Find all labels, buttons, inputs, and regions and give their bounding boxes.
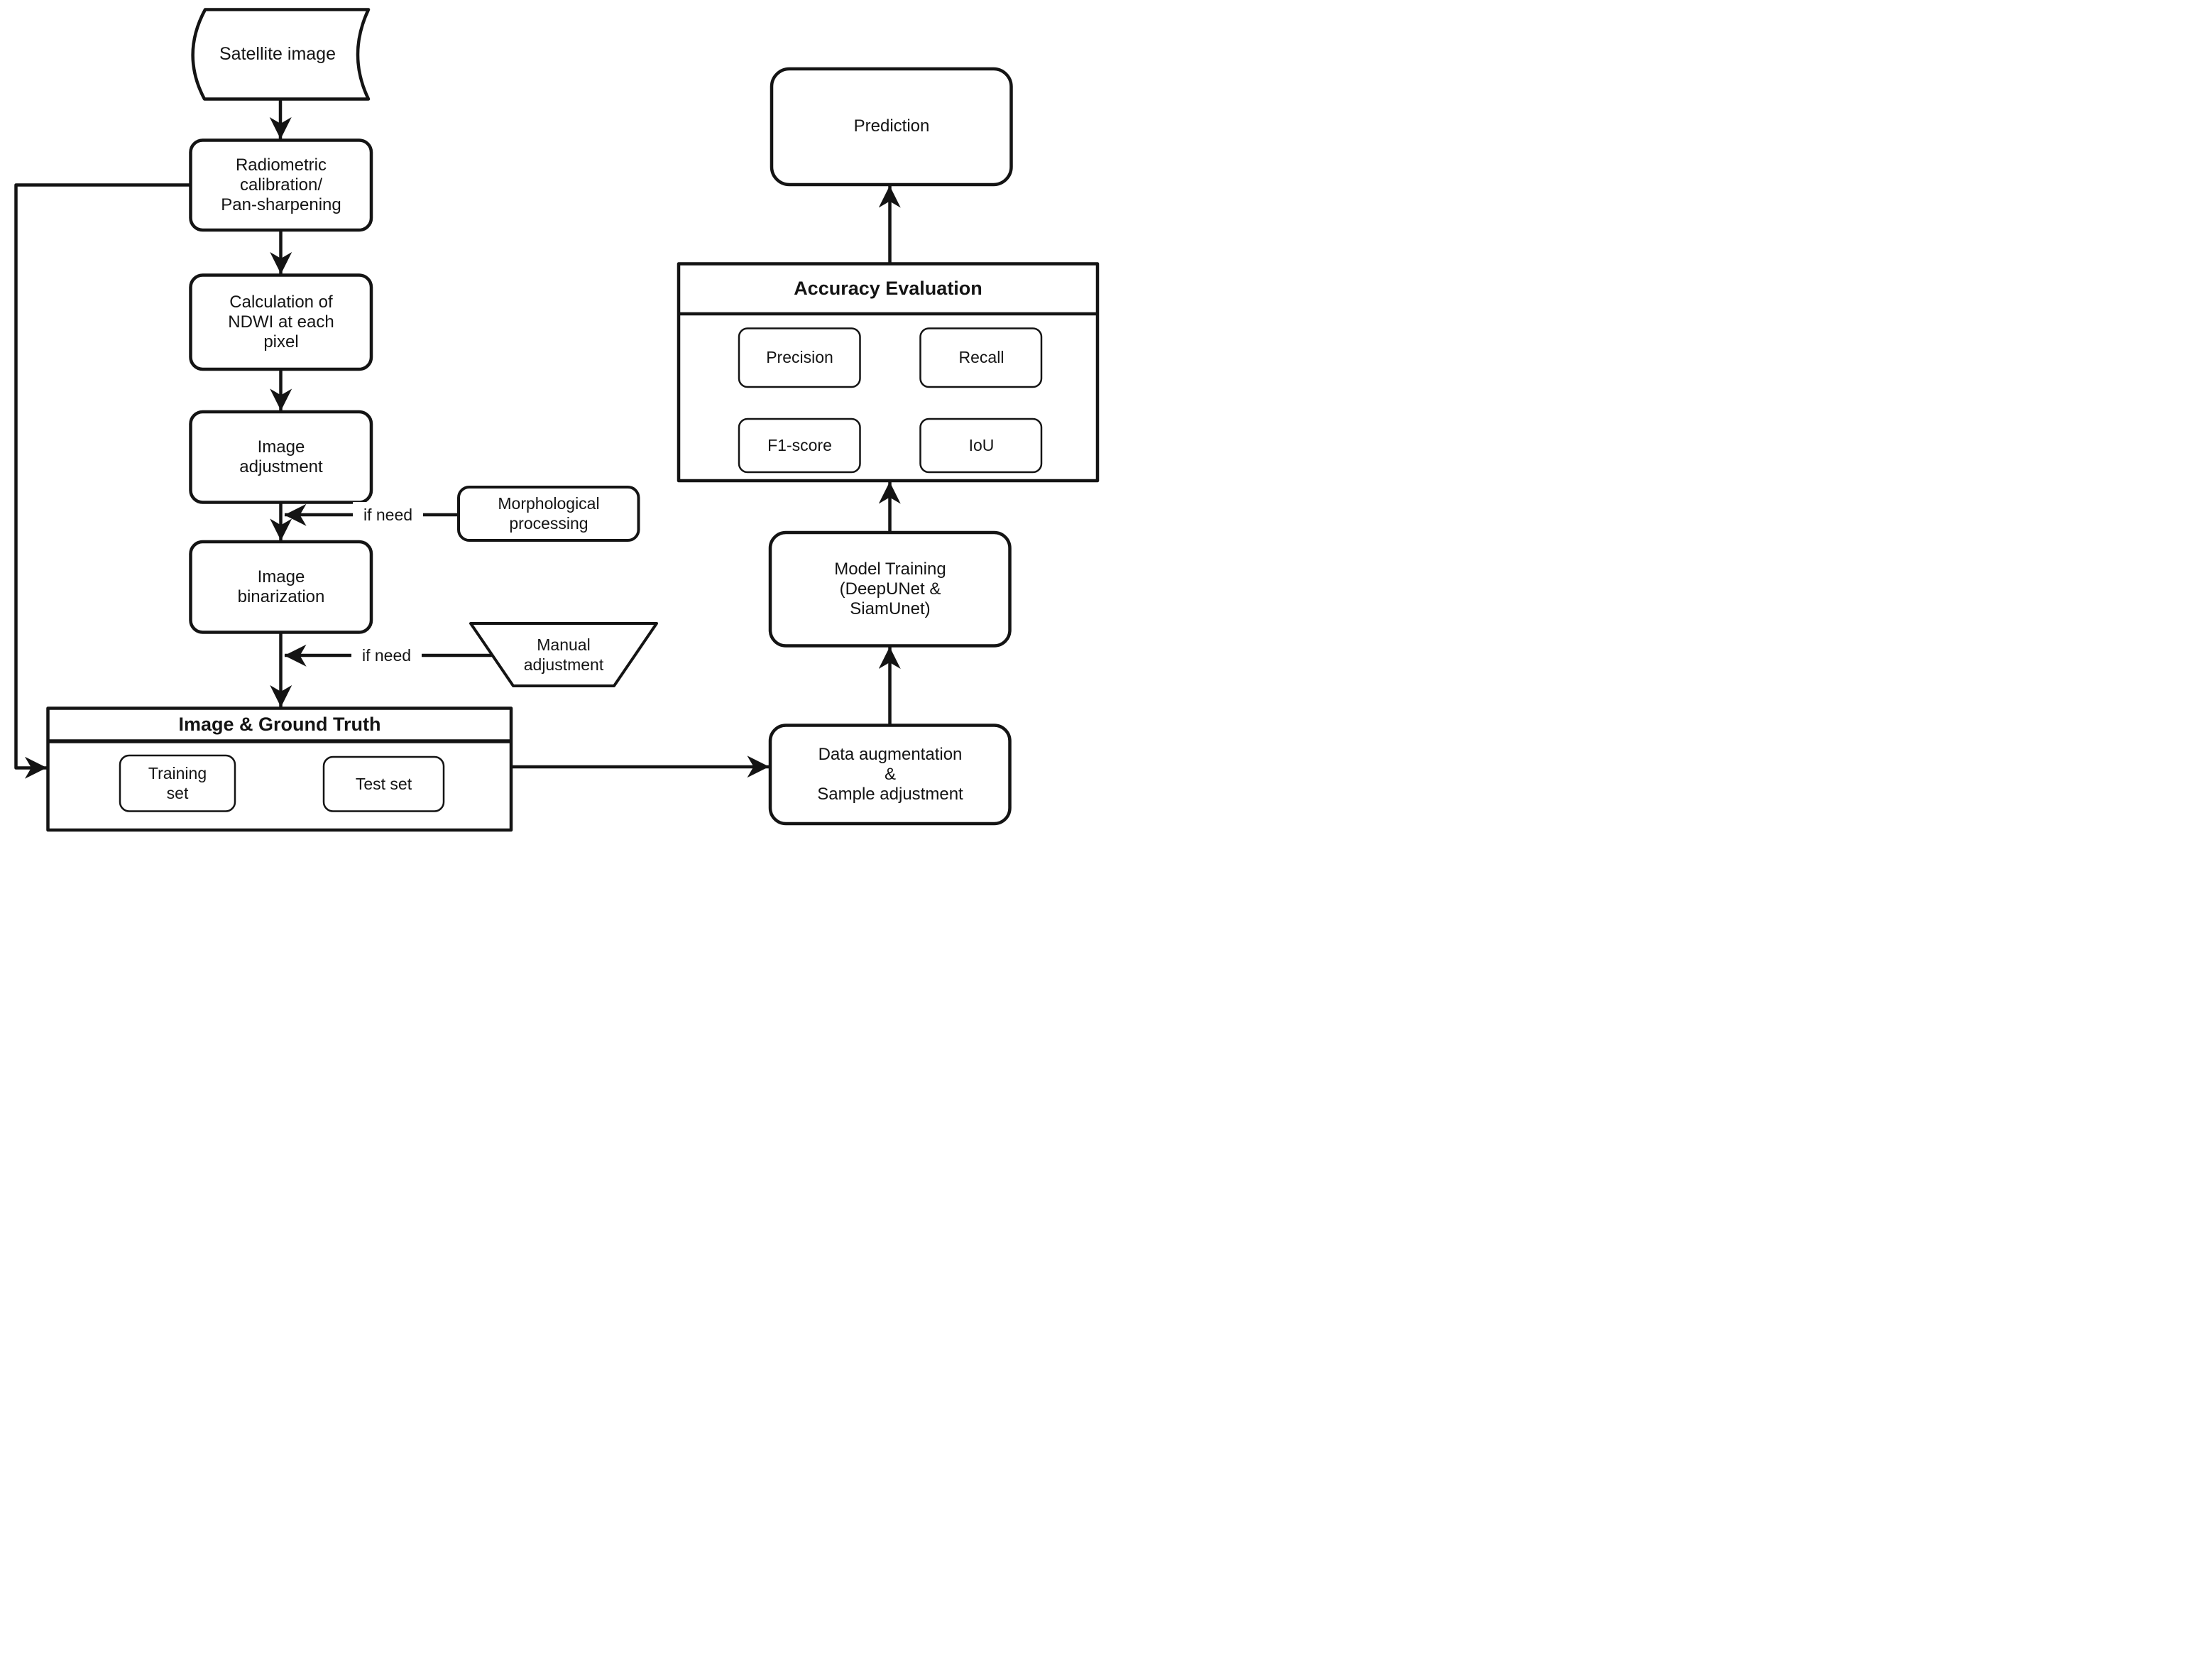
satellite-image-shape	[191, 8, 371, 101]
ndwi-box	[189, 273, 373, 371]
morphological-box	[457, 486, 640, 542]
image-binarization-box	[189, 540, 373, 634]
radiometric-box	[189, 138, 373, 232]
flowchart-shapes	[14, 8, 1100, 832]
manual-adjustment-shape	[469, 622, 658, 687]
prediction-box	[770, 67, 1013, 187]
precision-box	[738, 327, 861, 388]
model-training-box	[768, 530, 1012, 648]
flowchart-canvas: Satellite image Radiometric calibration/…	[0, 0, 1106, 835]
recall-box	[919, 327, 1043, 388]
feedback-line-radiometric-to-ground-truth	[14, 183, 191, 779]
iou-box	[919, 418, 1043, 474]
f1-score-box	[738, 418, 861, 474]
test-set-box	[322, 755, 445, 812]
training-set-box	[119, 754, 236, 812]
image-adjustment-box	[189, 410, 373, 504]
data-augmentation-box	[768, 724, 1012, 826]
